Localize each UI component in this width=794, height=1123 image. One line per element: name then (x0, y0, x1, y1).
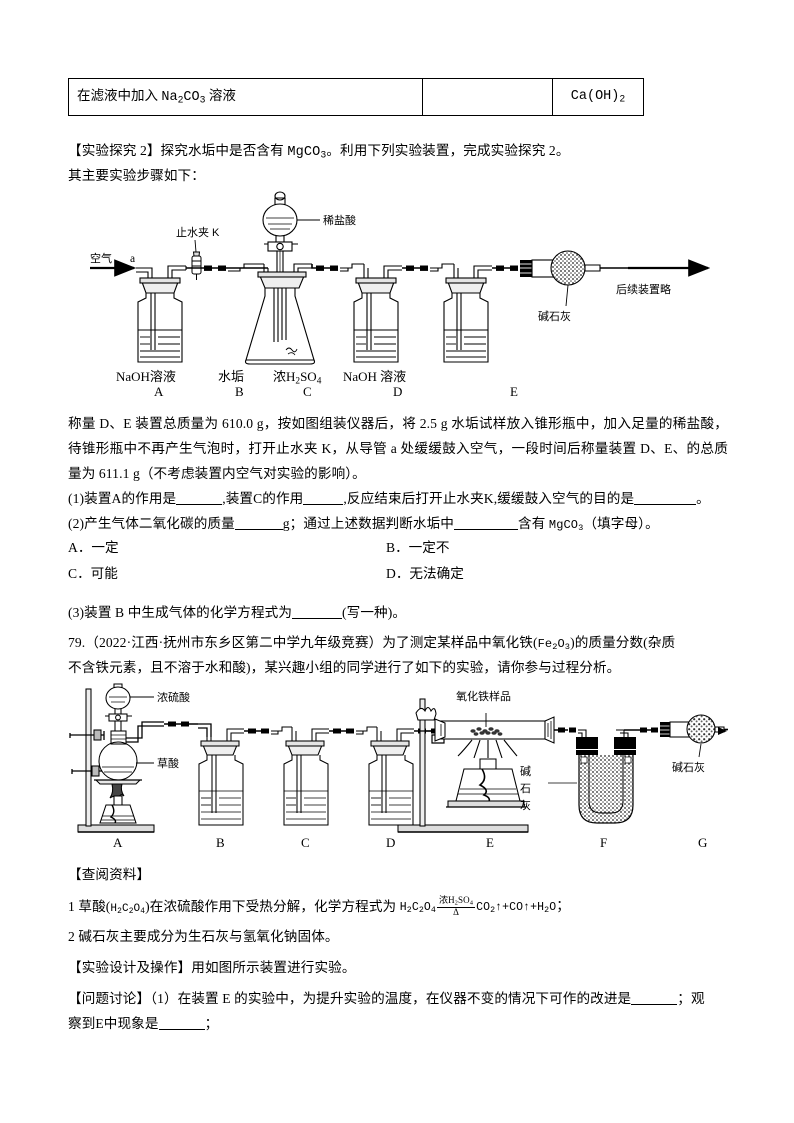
figure-apparatus-1: 空气 a (68, 190, 728, 395)
svg-text:石: 石 (520, 783, 531, 795)
problem-statement: 称量 D、E 装置总质量为 610.0 g，按如图组装仪器后，将 2.5 g 水… (68, 416, 728, 481)
figure2-label-A: A (113, 835, 123, 850)
figure2-label-F: F (600, 835, 608, 850)
discussion-heading: 【问题讨论】 (68, 991, 151, 1006)
q1-blank-1[interactable] (176, 491, 223, 506)
figure1-label-B: B (235, 384, 244, 399)
discussion-blank-2[interactable] (158, 1016, 205, 1031)
q2-blank-1[interactable] (234, 516, 283, 531)
discussion-text-c: 察到E中现象是 (68, 1016, 159, 1031)
svg-text:灰: 灰 (520, 798, 531, 812)
svg-text:空气: 空气 (90, 251, 112, 265)
svg-text:碱石灰: 碱石灰 (538, 309, 571, 323)
experiment-subheading: 其主要实验步骤如下： (68, 168, 205, 183)
table-row: 在滤液中加入 Na2CO3 溶液 Ca(OH)2 (68, 78, 644, 116)
figure2-label-G: G (698, 835, 708, 850)
outlet-arrow-icon (718, 727, 727, 735)
svg-text:氧化铁样品: 氧化铁样品 (456, 689, 511, 703)
discussion-text-b: ；观 (677, 991, 705, 1006)
reference-item-2: 2 碱石灰主要成分为生石灰与氢氧化钠固体。 (68, 929, 339, 944)
option-B-text: 一定不 (408, 540, 450, 555)
figure1-label-A: A (154, 384, 164, 399)
experiment-heading: 【实验探究 2】探究水垢中是否含有 MgCO3。利用下列实验装置，完成实验探究 … (68, 143, 570, 161)
figure2-label-D: D (386, 835, 396, 850)
option-A-text: 一定 (91, 540, 119, 555)
problem-79-line2: 不含铁元素，且不溶于水和酸)，某兴趣小组的同学进行了如下的实验，请你参与过程分析… (68, 660, 621, 675)
q2-text-a: (2)产生气体二氧化碳的质量 (68, 516, 235, 531)
design-line: 【实验设计及操作】用如图所示装置进行实验。 (68, 955, 728, 980)
table-cell-conclusion: Ca(OH)2 (552, 78, 644, 116)
document-page: 在滤液中加入 Na2CO3 溶液 Ca(OH)2 【实验探究 2】探究水垢中是否… (68, 0, 728, 1123)
option-A[interactable]: A．一定 (68, 536, 119, 556)
discussion-text-d: ； (204, 1016, 219, 1031)
figure1-label-A-substance: NaOH溶液 (116, 369, 176, 384)
q1-blank-2[interactable] (303, 491, 344, 506)
option-D[interactable]: D．无法确定 (386, 562, 464, 582)
results-table: 在滤液中加入 Na2CO3 溶液 Ca(OH)2 (68, 78, 644, 116)
q3-text-b: (写一种)。 (342, 605, 407, 620)
table-cell-operation: 在滤液中加入 Na2CO3 溶液 (68, 78, 423, 116)
svg-text:浓硫酸: 浓硫酸 (157, 690, 190, 704)
question-1: (1)装置A的作用是 ,装置C的作用 ,反应结束后打开止水夹K,缓缓鼓入空气的目的是… (68, 486, 728, 511)
discussion-line-1: 【问题讨论】（1）在装置 E 的实验中，为提升实验的温度，在仪器不变的情况下可作… (68, 986, 728, 1011)
problem-79-line1: 79.（2022·江西·抚州市东乡区第二中学九年级竞赛）为了测定某样品中氧化铁(… (68, 635, 676, 653)
design-heading: 【实验设计及操作】 (68, 960, 192, 975)
svg-text:碱石灰: 碱石灰 (672, 760, 705, 774)
option-D-text: 无法确定 (409, 566, 464, 581)
option-A-key: A． (68, 540, 92, 555)
q1-text-d: 。 (696, 491, 710, 506)
option-D-key: D． (386, 566, 410, 581)
discussion-text-a: （1）在装置 E 的实验中，为提升实验的温度，在仪器不变的情况下可作的改进是 (150, 991, 632, 1006)
table-cell-phenomenon (422, 78, 553, 116)
option-C[interactable]: C．可能 (68, 562, 118, 582)
svg-text:止水夹 K: 止水夹 K (176, 226, 220, 239)
question-3: (3)装置 B 中生成气体的化学方程式为 (写一种)。 (68, 600, 728, 625)
svg-text:稀盐酸: 稀盐酸 (323, 213, 356, 227)
svg-text:草酸: 草酸 (157, 756, 179, 770)
option-C-text: 可能 (90, 566, 118, 581)
q1-text-a: (1)装置A的作用是 (68, 491, 177, 506)
svg-text:后续装置略: 后续装置略 (616, 282, 671, 296)
svg-text:a: a (130, 253, 135, 265)
figure1-label-C: C (303, 384, 312, 399)
figure1-label-D: D (393, 384, 403, 399)
figure2-label-E: E (486, 835, 494, 850)
q3-blank-1[interactable] (292, 605, 343, 620)
option-C-key: C． (68, 566, 91, 581)
discussion-blank-1[interactable] (631, 991, 678, 1006)
figure2-label-B: B (216, 835, 225, 850)
q1-blank-3[interactable] (634, 491, 697, 506)
q2-text-b: g；通过上述数据判断水垢中 (282, 516, 455, 531)
discussion-line-2: 察到E中现象是 ； (68, 1011, 728, 1036)
q1-text-b: ,装置C的作用 (222, 491, 304, 506)
option-B-key: B． (386, 540, 409, 555)
reference-heading: 【查阅资料】 (68, 867, 151, 882)
q3-text-a: (3)装置 B 中生成气体的化学方程式为 (68, 605, 293, 620)
figure2-label-C: C (301, 835, 310, 850)
figure1-label-E: E (510, 384, 518, 399)
option-B[interactable]: B．一定不 (386, 536, 449, 556)
figure1-label-B-substance: 水垢 (218, 369, 245, 384)
q2-blank-2[interactable] (454, 516, 519, 531)
figure1-label-C-substance: 浓H2SO4 (273, 369, 322, 387)
svg-text:碱: 碱 (520, 765, 531, 778)
q1-text-c: ,反应结束后打开止水夹K,缓缓鼓入空气的目的是 (343, 491, 635, 506)
figure1-label-D-substance: NaOH 溶液 (343, 369, 407, 384)
design-text: 用如图所示装置进行实验。 (191, 960, 356, 975)
figure-apparatus-2: 浓硫酸 草酸 (68, 683, 728, 858)
